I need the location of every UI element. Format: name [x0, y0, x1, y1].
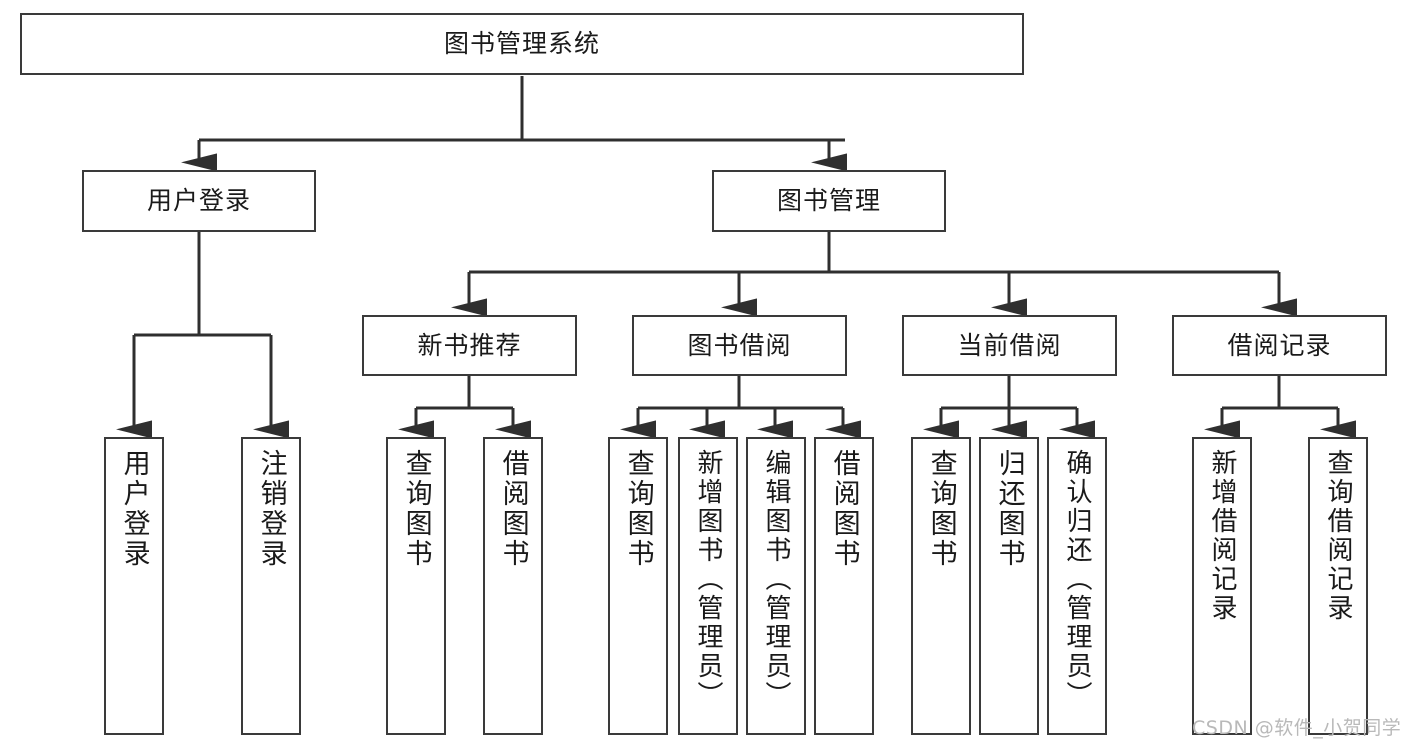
node-label: 用户登录: [118, 449, 150, 569]
leaf-borrow-add-book-admin[interactable]: 新增图书（管理员）: [678, 437, 738, 735]
leaf-records-add-record[interactable]: 新增借阅记录: [1192, 437, 1252, 735]
leaf-borrow-edit-book-admin[interactable]: 编辑图书（管理员）: [746, 437, 806, 735]
node-current-borrow[interactable]: 当前借阅: [902, 315, 1117, 376]
leaf-borrow-query-book[interactable]: 查询图书: [608, 437, 668, 735]
node-label: 查询借阅记录: [1323, 449, 1354, 623]
node-label: 图书借阅: [687, 330, 792, 360]
node-label: 新增借阅记录: [1207, 449, 1238, 623]
node-label: 借阅图书: [828, 449, 860, 569]
leaf-user-login-signout[interactable]: 注销登录: [241, 437, 301, 735]
node-label: 借阅记录: [1227, 330, 1332, 360]
node-label: 归还图书: [993, 449, 1025, 569]
node-book-borrow[interactable]: 图书借阅: [632, 315, 847, 376]
node-label: 查询图书: [925, 449, 957, 569]
leaf-current-confirm-return-admin[interactable]: 确认归还（管理员）: [1047, 437, 1107, 735]
node-label: 注销登录: [255, 449, 287, 569]
node-root-system[interactable]: 图书管理系统: [20, 13, 1024, 75]
node-label: 新书推荐: [417, 330, 522, 360]
node-label: 确认归还（管理员）: [1062, 449, 1093, 710]
leaf-records-query-record[interactable]: 查询借阅记录: [1308, 437, 1368, 735]
node-new-book-recommend[interactable]: 新书推荐: [362, 315, 577, 376]
node-label: 查询图书: [622, 449, 654, 569]
leaf-current-return-book[interactable]: 归还图书: [979, 437, 1039, 735]
leaf-borrow-borrow-book[interactable]: 借阅图书: [814, 437, 874, 735]
node-user-login[interactable]: 用户登录: [82, 170, 316, 232]
node-label: 借阅图书: [497, 449, 529, 569]
node-label: 当前借阅: [957, 330, 1062, 360]
node-book-management[interactable]: 图书管理: [712, 170, 946, 232]
node-borrow-records[interactable]: 借阅记录: [1172, 315, 1387, 376]
leaf-current-query-book[interactable]: 查询图书: [911, 437, 971, 735]
node-label: 查询图书: [400, 449, 432, 569]
leaf-user-login-signin[interactable]: 用户登录: [104, 437, 164, 735]
leaf-recommend-borrow-book[interactable]: 借阅图书: [483, 437, 543, 735]
node-label: 编辑图书（管理员）: [761, 449, 792, 710]
node-label: 图书管理系统: [443, 29, 600, 59]
node-label: 新增图书（管理员）: [693, 449, 724, 710]
csdn-watermark: CSDN @软件_小贺同学: [1192, 717, 1402, 739]
leaf-recommend-query-book[interactable]: 查询图书: [386, 437, 446, 735]
node-label: 图书管理: [776, 186, 881, 216]
node-label: 用户登录: [146, 186, 251, 216]
